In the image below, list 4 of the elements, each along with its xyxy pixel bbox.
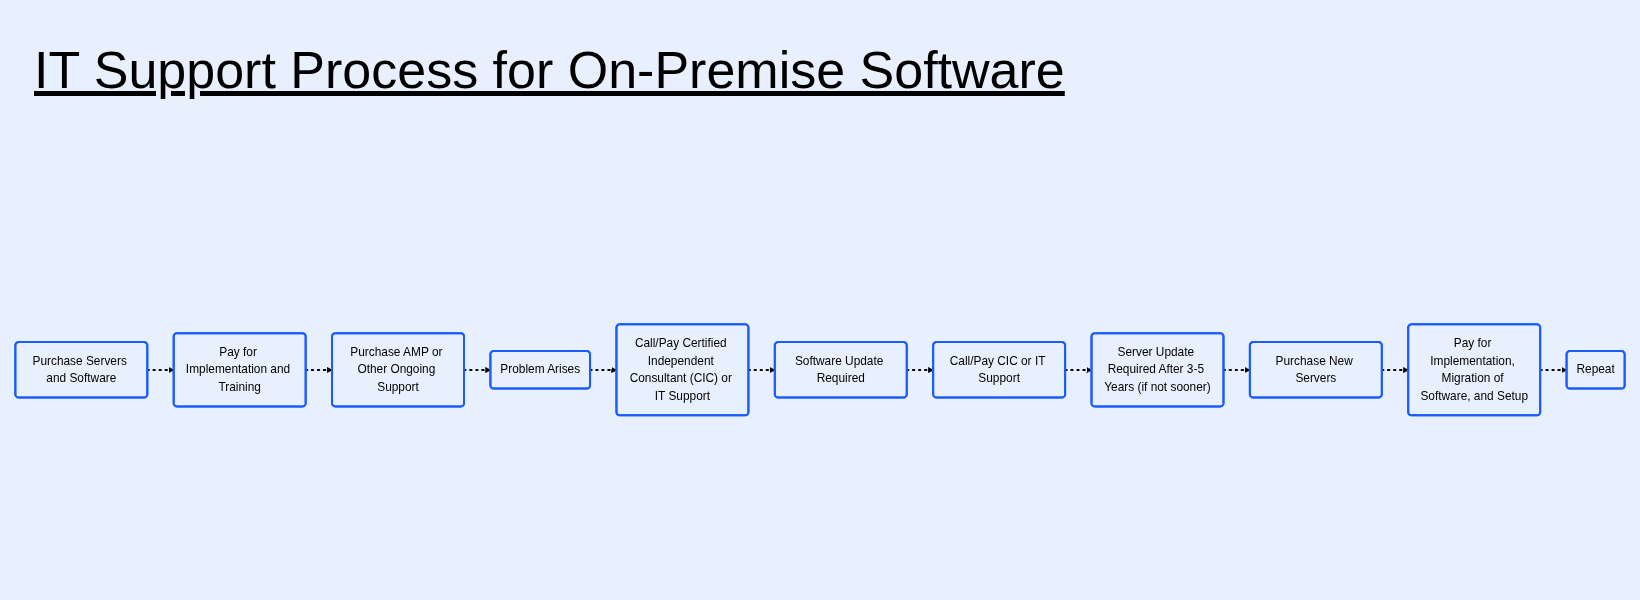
- arrow: [906, 367, 934, 374]
- diagram-title: IT Support Process for On-Premise Software: [34, 40, 1065, 100]
- arrow: [1381, 367, 1409, 374]
- arrow: [305, 367, 333, 374]
